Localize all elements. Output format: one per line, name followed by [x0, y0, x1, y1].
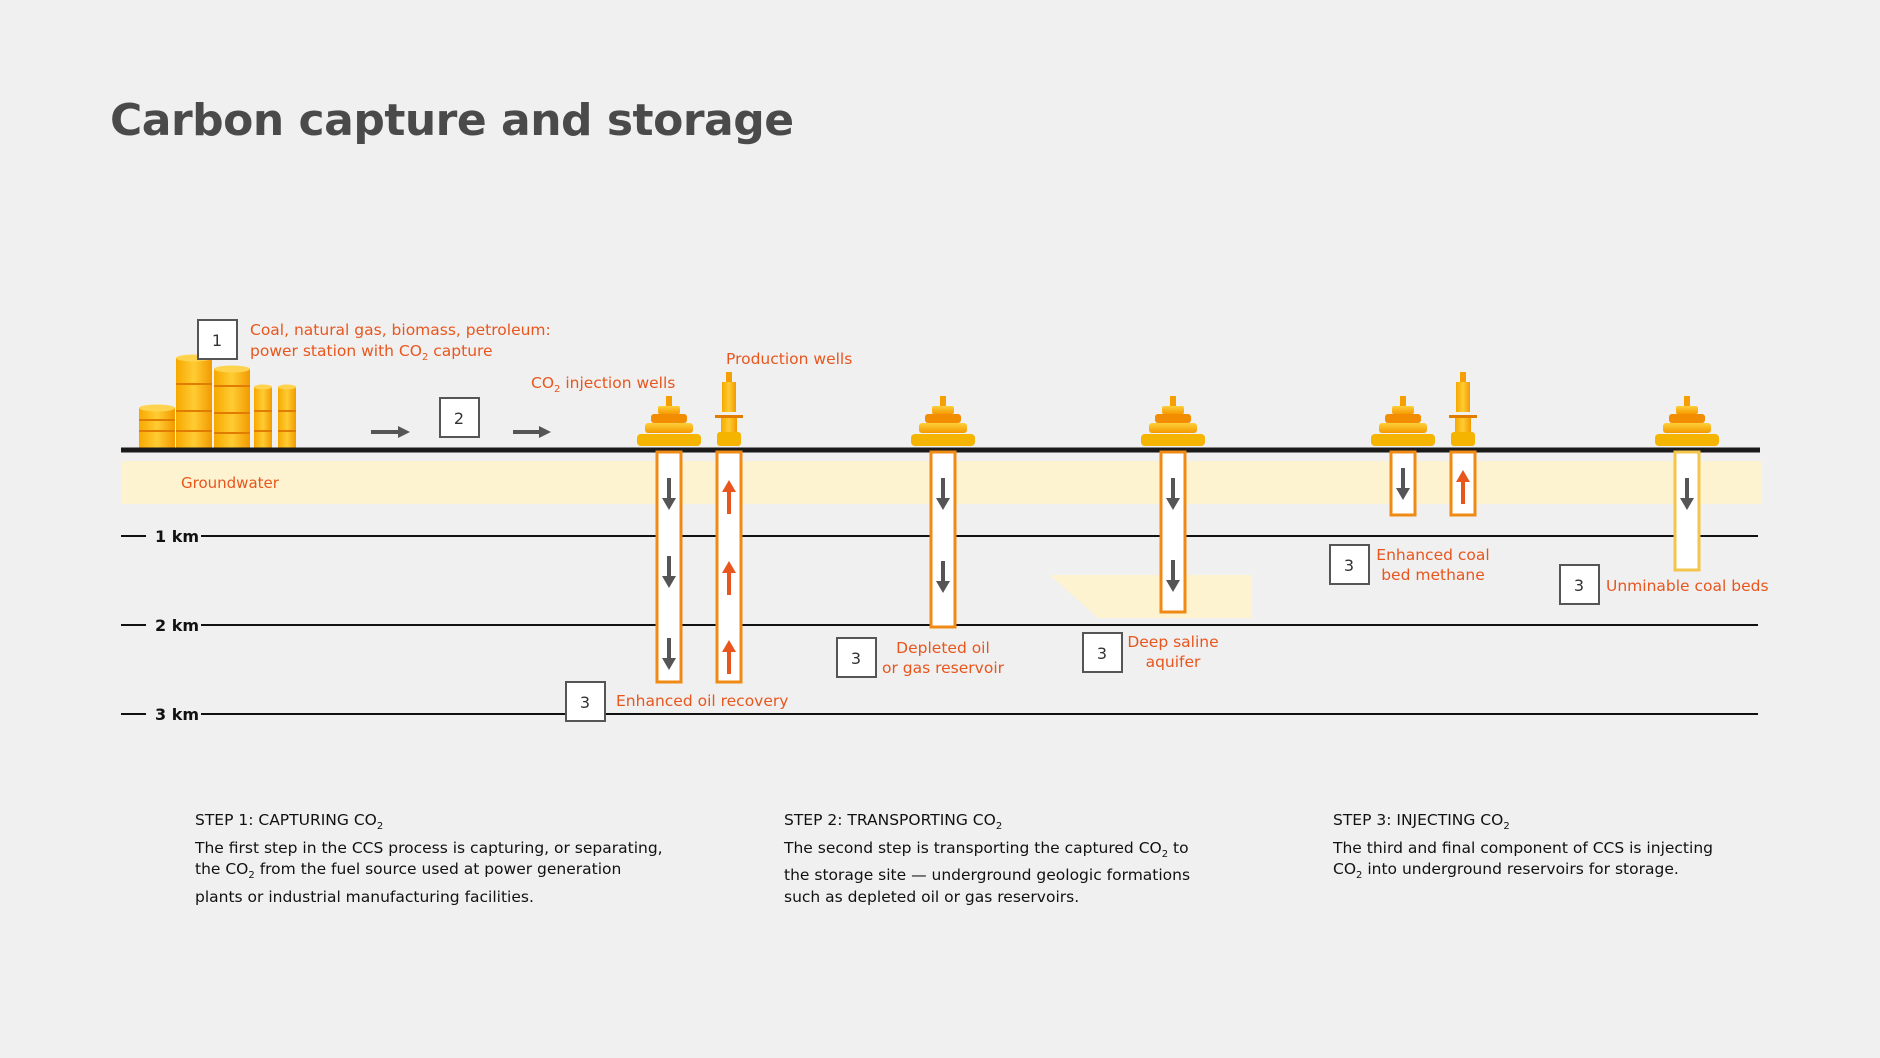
step1-badge	[197, 319, 238, 360]
step1-line1: The first step in the CCS process is cap…	[195, 838, 663, 857]
step3-heading: STEP 3: INJECTING CO2	[1333, 811, 1510, 833]
step3-badge-saline-number: 3	[1097, 644, 1107, 663]
production-wells-label: Production wells	[726, 350, 852, 368]
injection-wellhead-5	[1655, 396, 1719, 446]
step3-badge-eor-number: 3	[580, 693, 590, 712]
step3-description: STEP 3: INJECTING CO2 The third and fina…	[1333, 810, 1833, 887]
coal-methane-label-line2: bed methane	[1381, 566, 1485, 584]
saline-aquifer-label-line2: aquifer	[1146, 653, 1201, 671]
step2-badge	[439, 397, 480, 438]
injection-wellhead-2	[911, 396, 975, 446]
power-station-label-line2: power station with CO2 capture	[250, 342, 493, 363]
step1-description: STEP 1: CAPTURING CO2 The first step in …	[195, 810, 715, 908]
unminable-coal-shaft	[1673, 450, 1701, 572]
step2-heading: STEP 2: TRANSPORTING CO2	[784, 811, 1003, 833]
coal-methane-injection-shaft	[1389, 450, 1417, 517]
injection-wellhead-1	[637, 396, 701, 446]
transport-arrow-1	[371, 426, 410, 438]
step3-badge-unminable	[1559, 564, 1600, 605]
step3-line2: CO2 into underground reservoirs for stor…	[1333, 860, 1679, 882]
step1-badge-number: 1	[212, 331, 222, 350]
step3-badge-coal-methane	[1329, 544, 1370, 585]
coal-methane-label-line1: Enhanced coal	[1376, 546, 1489, 564]
step2-line2: the storage site — underground geologic …	[784, 866, 1191, 885]
enhanced-oil-recovery-label: Enhanced oil recovery	[616, 692, 788, 710]
step1-line3: plants or industrial manufacturing facil…	[195, 887, 534, 906]
power-station-icon	[139, 354, 296, 448]
step3-badge-coal-methane-number: 3	[1344, 556, 1354, 575]
depth-label-3km: 3 km	[155, 705, 199, 724]
unminable-coal-label: Unminable coal beds	[1606, 577, 1769, 595]
injection-wellhead-3	[1141, 396, 1205, 446]
step1-heading: STEP 1: CAPTURING CO2	[195, 811, 384, 833]
production-wellhead-2	[1449, 372, 1477, 446]
well-shafts	[655, 450, 1701, 684]
depth-label-2km: 2 km	[155, 616, 199, 635]
depleted-reservoir-label-line1: Depleted oil	[896, 639, 990, 657]
groundwater-label: Groundwater	[181, 474, 280, 492]
injection-arrows	[662, 468, 1694, 670]
step2-badge-number: 2	[454, 409, 464, 428]
depleted-reservoir-shaft	[929, 450, 957, 629]
step3-line1: The third and final component of CCS is …	[1333, 838, 1713, 857]
step3-badge-unminable-number: 3	[1574, 576, 1584, 595]
step1-line2: the CO2 from the fuel source used at pow…	[195, 860, 622, 882]
depth-scale: 1 km 2 km 3 km	[121, 527, 1758, 724]
production-arrows	[722, 470, 1470, 674]
steps-section: STEP 1: CAPTURING CO2 The first step in …	[0, 810, 1880, 930]
saline-aquifer-shape	[1050, 575, 1252, 618]
step2-line1: The second step is transporting the capt…	[784, 838, 1189, 860]
step2-line3: such as depleted oil or gas reservoirs.	[784, 887, 1080, 906]
depleted-reservoir-label-line2: or gas reservoir	[882, 659, 1005, 677]
production-wellhead-1	[715, 372, 743, 446]
step3-badge-depleted-number: 3	[851, 649, 861, 668]
page-title: Carbon capture and storage	[110, 95, 794, 146]
step3-badge-saline	[1082, 632, 1123, 673]
power-station-label-line1: Coal, natural gas, biomass, petroleum:	[250, 321, 551, 339]
injection-wells-label: CO2 injection wells	[531, 374, 675, 395]
injection-wellhead-4	[1371, 396, 1435, 446]
step2-description: STEP 2: TRANSPORTING CO2 The second step…	[784, 810, 1304, 908]
depth-label-1km: 1 km	[155, 527, 199, 546]
step3-badge-eor	[565, 681, 606, 722]
transport-arrow-2	[513, 426, 551, 438]
saline-aquifer-label-line1: Deep saline	[1127, 633, 1218, 651]
step3-badge-depleted	[836, 637, 877, 678]
